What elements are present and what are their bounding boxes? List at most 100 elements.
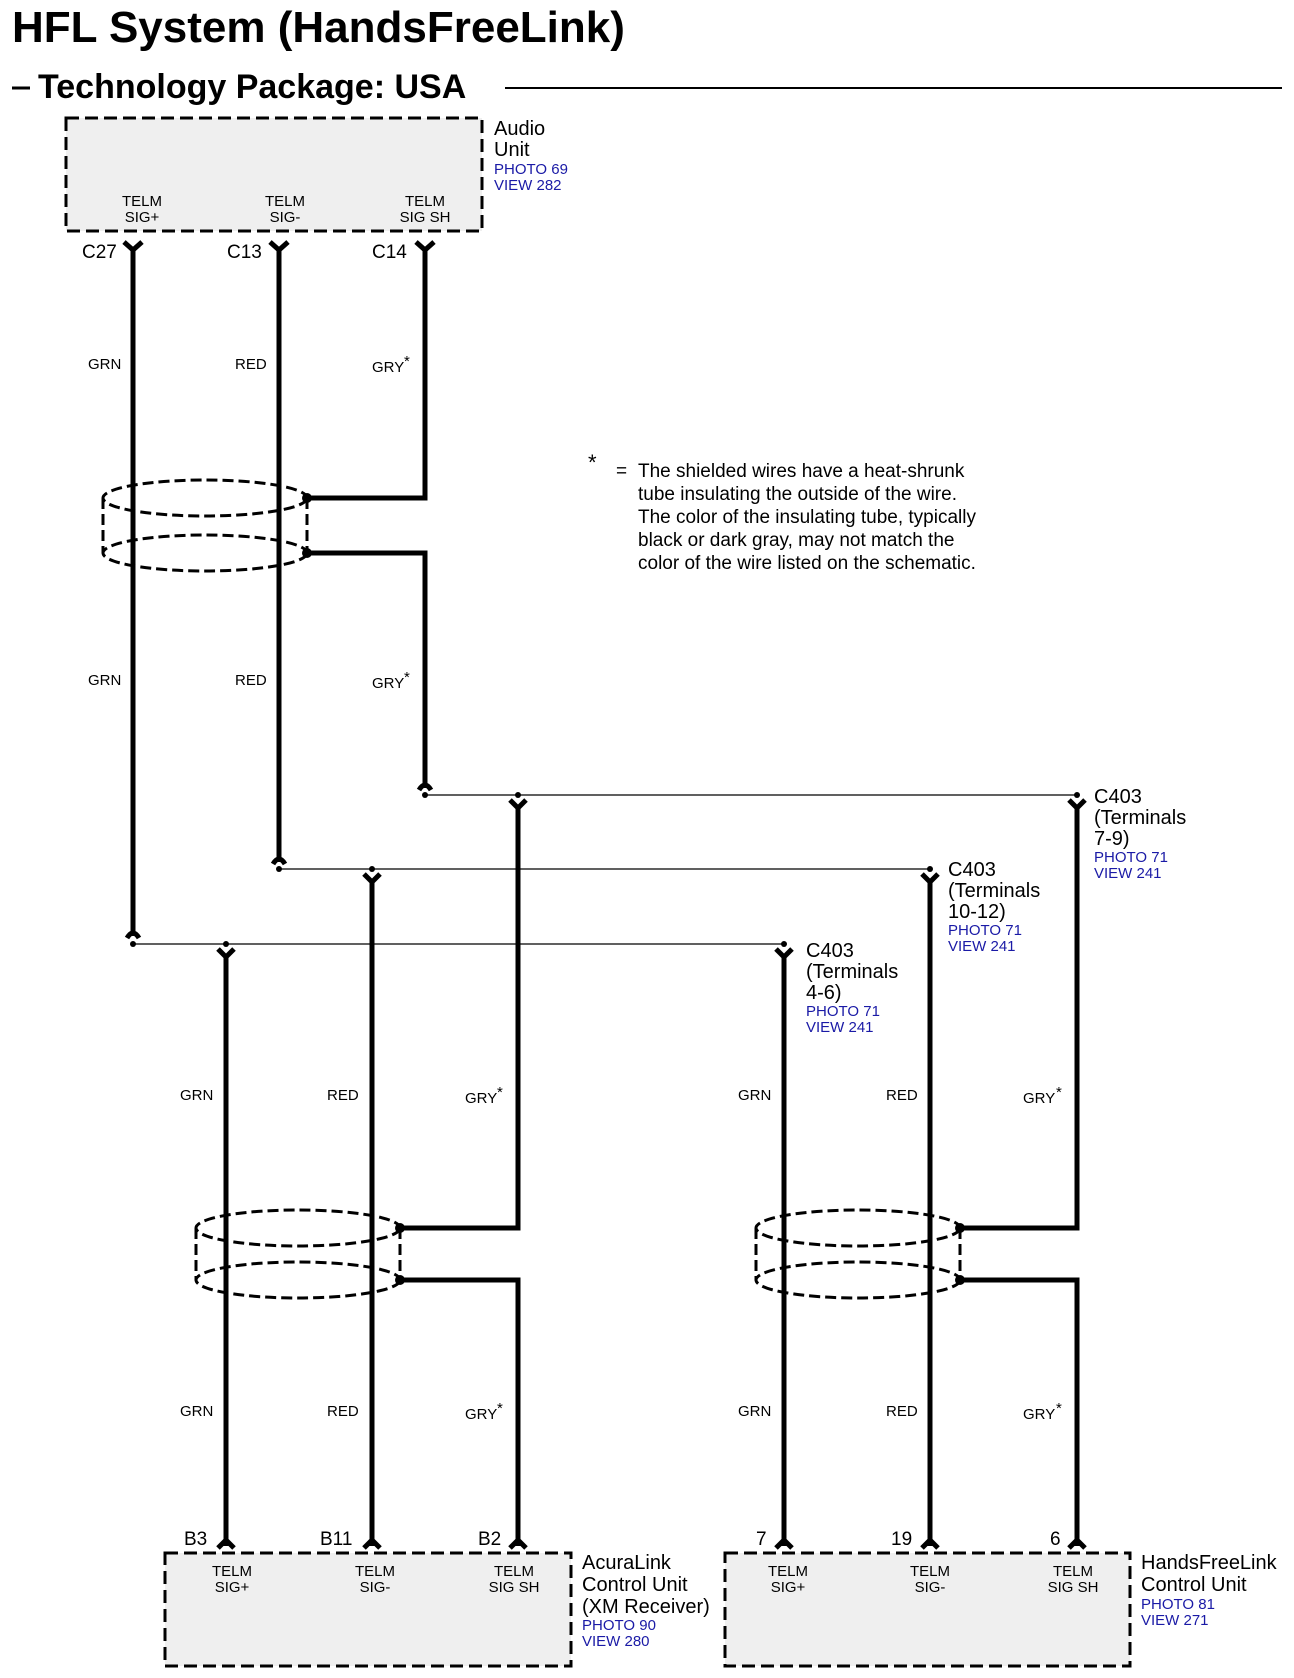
- label-grn-2: GRN: [88, 672, 121, 689]
- c403-10-12-line2: 10-12): [948, 901, 1006, 923]
- acura-term-3-l1: TELM: [494, 1563, 534, 1580]
- label-gry-4-star: *: [497, 1400, 503, 1417]
- acuralink-photo-ref: PHOTO 90: [582, 1617, 656, 1634]
- diagram-title: HFL System (HandsFreeLink): [12, 3, 625, 52]
- audio-unit-box: [64, 116, 484, 233]
- label-red-3: RED: [327, 1087, 359, 1104]
- c403-7-9-line2: 7-9): [1094, 828, 1130, 850]
- drop-marker-red-acura: [362, 872, 382, 886]
- audio-term-2-l1: TELM: [265, 193, 305, 210]
- c403-4-6-line1: (Terminals: [806, 961, 898, 983]
- hfl-unit-photo-ref: PHOTO 81: [1141, 1596, 1215, 1613]
- hfl-unit-view-ref: VIEW 271: [1141, 1612, 1209, 1629]
- audio-unit-name-2: Unit: [494, 139, 530, 161]
- c403-7-9-line1: (Terminals: [1094, 807, 1186, 829]
- label-red-5: RED: [886, 1087, 918, 1104]
- pin-c14: C14: [372, 242, 407, 263]
- acuralink-name-1: AcuraLink: [582, 1552, 672, 1574]
- pin-marker-b11: [362, 1536, 382, 1550]
- label-gry-3: GRY: [465, 1090, 497, 1107]
- c403-4-6-view: VIEW 241: [806, 1019, 874, 1036]
- c403-4-6-name: C403: [806, 940, 854, 962]
- pin-b2: B2: [478, 1529, 501, 1550]
- pin-c27: C27: [82, 242, 117, 263]
- junction-grn: [124, 930, 142, 940]
- shield-hfl: [754, 1208, 965, 1300]
- label-gry-1: GRY: [372, 359, 404, 376]
- drop-marker-gry-acura: [508, 798, 528, 812]
- label-grn-4: GRN: [180, 1403, 213, 1420]
- hfl-unit-name-2: Control Unit: [1141, 1574, 1247, 1596]
- audio-unit-name-1: Audio: [494, 118, 545, 140]
- audio-term-1-l1: TELM: [122, 193, 162, 210]
- acura-term-2-l1: TELM: [355, 1563, 395, 1580]
- drop-marker-grn-acura: [216, 947, 236, 961]
- wire-gry-acura-b: [400, 1277, 521, 1546]
- wire-gry-hfl-b: [960, 1277, 1080, 1546]
- label-gry-5: GRY: [1023, 1090, 1055, 1107]
- hfl-term-3-l1: TELM: [1053, 1563, 1093, 1580]
- pin-6: 6: [1050, 1529, 1061, 1550]
- audio-unit-view-ref: VIEW 282: [494, 177, 562, 194]
- acura-term-2-l2: SIG-: [360, 1579, 391, 1596]
- note-line-5: color of the wire listed on the schemati…: [638, 553, 976, 574]
- label-gry-3-star: *: [497, 1084, 503, 1101]
- c403-4-6-photo: PHOTO 71: [806, 1003, 880, 1020]
- label-red-1: RED: [235, 356, 267, 373]
- wire-gry-upper-a: [307, 247, 428, 501]
- label-red-4: RED: [327, 1403, 359, 1420]
- c403-7-9-name: C403: [1094, 786, 1142, 808]
- pin-c13: C13: [227, 242, 262, 263]
- drop-marker-grn-hfl: [774, 947, 794, 961]
- label-grn-1: GRN: [88, 356, 121, 373]
- junction-gry: [416, 782, 434, 792]
- c403-10-12-name: C403: [948, 859, 996, 881]
- c403-10-12-view: VIEW 241: [948, 938, 1016, 955]
- junction-red: [270, 856, 288, 866]
- note-line-1: The shielded wires have a heat-shrunk: [638, 461, 965, 482]
- hfl-unit-name-1: HandsFreeLink: [1141, 1552, 1278, 1574]
- audio-term-3-l1: TELM: [405, 193, 445, 210]
- pin-marker-c27: [122, 240, 144, 254]
- label-gry-2-star: *: [404, 669, 410, 686]
- label-gry-1-star: *: [404, 353, 410, 370]
- drop-marker-gry-hfl: [1067, 798, 1087, 812]
- hfl-unit-box: [723, 1551, 1132, 1668]
- label-grn-5: GRN: [738, 1087, 771, 1104]
- note-line-3: The color of the insulating tube, typica…: [638, 507, 976, 528]
- acuralink-box: [163, 1551, 573, 1668]
- audio-term-3-l2: SIG SH: [400, 209, 451, 226]
- drop-marker-red-hfl: [920, 872, 940, 886]
- label-gry-6: GRY: [1023, 1406, 1055, 1423]
- c403-7-9-view: VIEW 241: [1094, 865, 1162, 882]
- label-gry-6-star: *: [1056, 1400, 1062, 1417]
- label-gry-2: GRY: [372, 675, 404, 692]
- hfl-term-2-l2: SIG-: [915, 1579, 946, 1596]
- pin-b11: B11: [320, 1529, 352, 1550]
- c403-4-6-line2: 4-6): [806, 982, 842, 1004]
- c403-10-12-photo: PHOTO 71: [948, 922, 1022, 939]
- note-asterisk: *: [588, 450, 597, 475]
- acuralink-name-3: (XM Receiver): [582, 1596, 710, 1618]
- acura-term-1-l2: SIG+: [215, 1579, 250, 1596]
- label-grn-6: GRN: [738, 1403, 771, 1420]
- acura-term-1-l1: TELM: [212, 1563, 252, 1580]
- pin-b3: B3: [184, 1529, 207, 1550]
- c403-7-9-photo: PHOTO 71: [1094, 849, 1168, 866]
- note-line-2: tube insulating the outside of the wire.: [638, 484, 957, 505]
- diagram-subtitle: Technology Package: USA: [38, 68, 466, 106]
- hfl-term-1-l1: TELM: [768, 1563, 808, 1580]
- pin-marker-c14: [414, 240, 436, 254]
- pin-marker-7: [774, 1536, 794, 1550]
- pin-marker-19: [920, 1536, 940, 1550]
- audio-term-2-l2: SIG-: [270, 209, 301, 226]
- wire-gry-hfl-a: [960, 808, 1080, 1231]
- hfl-term-1-l2: SIG+: [771, 1579, 806, 1596]
- wire-gry-upper-b: [307, 550, 428, 788]
- note-equals: =: [616, 461, 627, 482]
- acuralink-name-2: Control Unit: [582, 1574, 688, 1596]
- hfl-term-2-l1: TELM: [910, 1563, 950, 1580]
- acuralink-view-ref: VIEW 280: [582, 1633, 650, 1650]
- label-grn-3: GRN: [180, 1087, 213, 1104]
- pin-marker-c13: [268, 240, 290, 254]
